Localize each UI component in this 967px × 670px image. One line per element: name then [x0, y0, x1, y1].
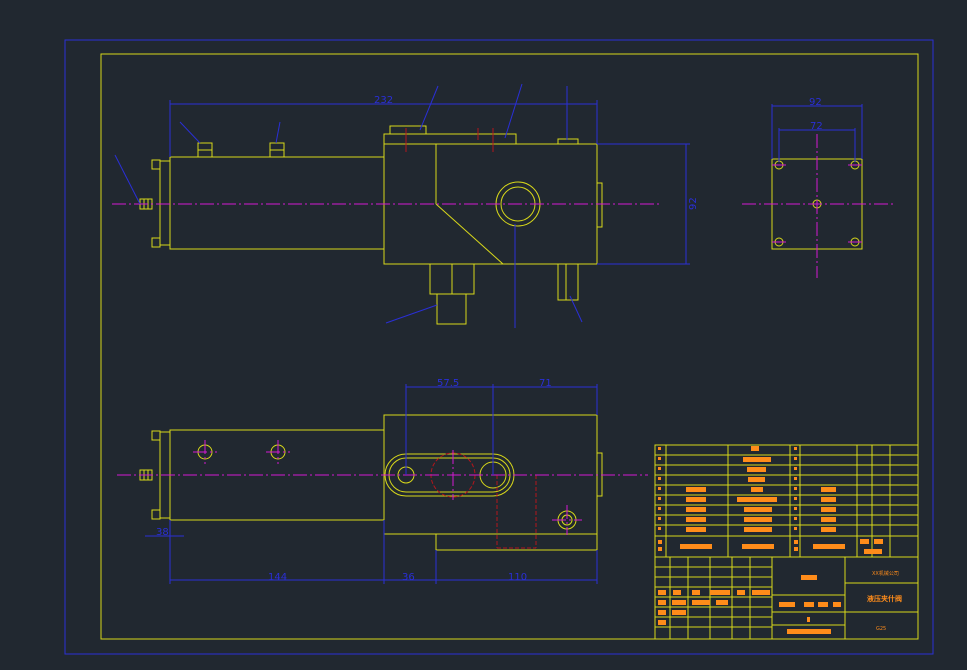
- bottom-dimensions: [145, 384, 598, 584]
- dim-side-inner: 72: [810, 121, 823, 132]
- dim-top-length: 232: [374, 95, 393, 106]
- title-block: [654, 444, 919, 640]
- drawing-title: 液压夹什阀: [867, 594, 902, 603]
- dim-spacing-1: 57.5: [437, 378, 459, 389]
- dim-bottom-len-3: 110: [508, 572, 527, 583]
- front-dimensions: [114, 83, 690, 328]
- side-centerlines: [742, 134, 893, 278]
- dim-bottom-left: 38: [156, 527, 169, 538]
- dim-bottom-len-1: 144: [268, 572, 287, 583]
- front-red-lines: [405, 128, 494, 152]
- dim-height: 92: [688, 197, 699, 210]
- bottom-view: [139, 414, 603, 551]
- drawing-number: G25: [876, 626, 886, 632]
- side-dimensions: [771, 104, 863, 162]
- bottom-centerlines: [117, 440, 648, 535]
- company-name: XX机械公司: [872, 570, 899, 577]
- dim-side-outer: 92: [809, 97, 822, 108]
- dim-spacing-2: 71: [539, 378, 552, 389]
- inner-frame: [100, 53, 919, 640]
- title-block-text-marks: [658, 446, 883, 634]
- dim-bottom-len-2: 36: [402, 572, 415, 583]
- outer-frame: [64, 39, 934, 655]
- front-view: [139, 125, 603, 325]
